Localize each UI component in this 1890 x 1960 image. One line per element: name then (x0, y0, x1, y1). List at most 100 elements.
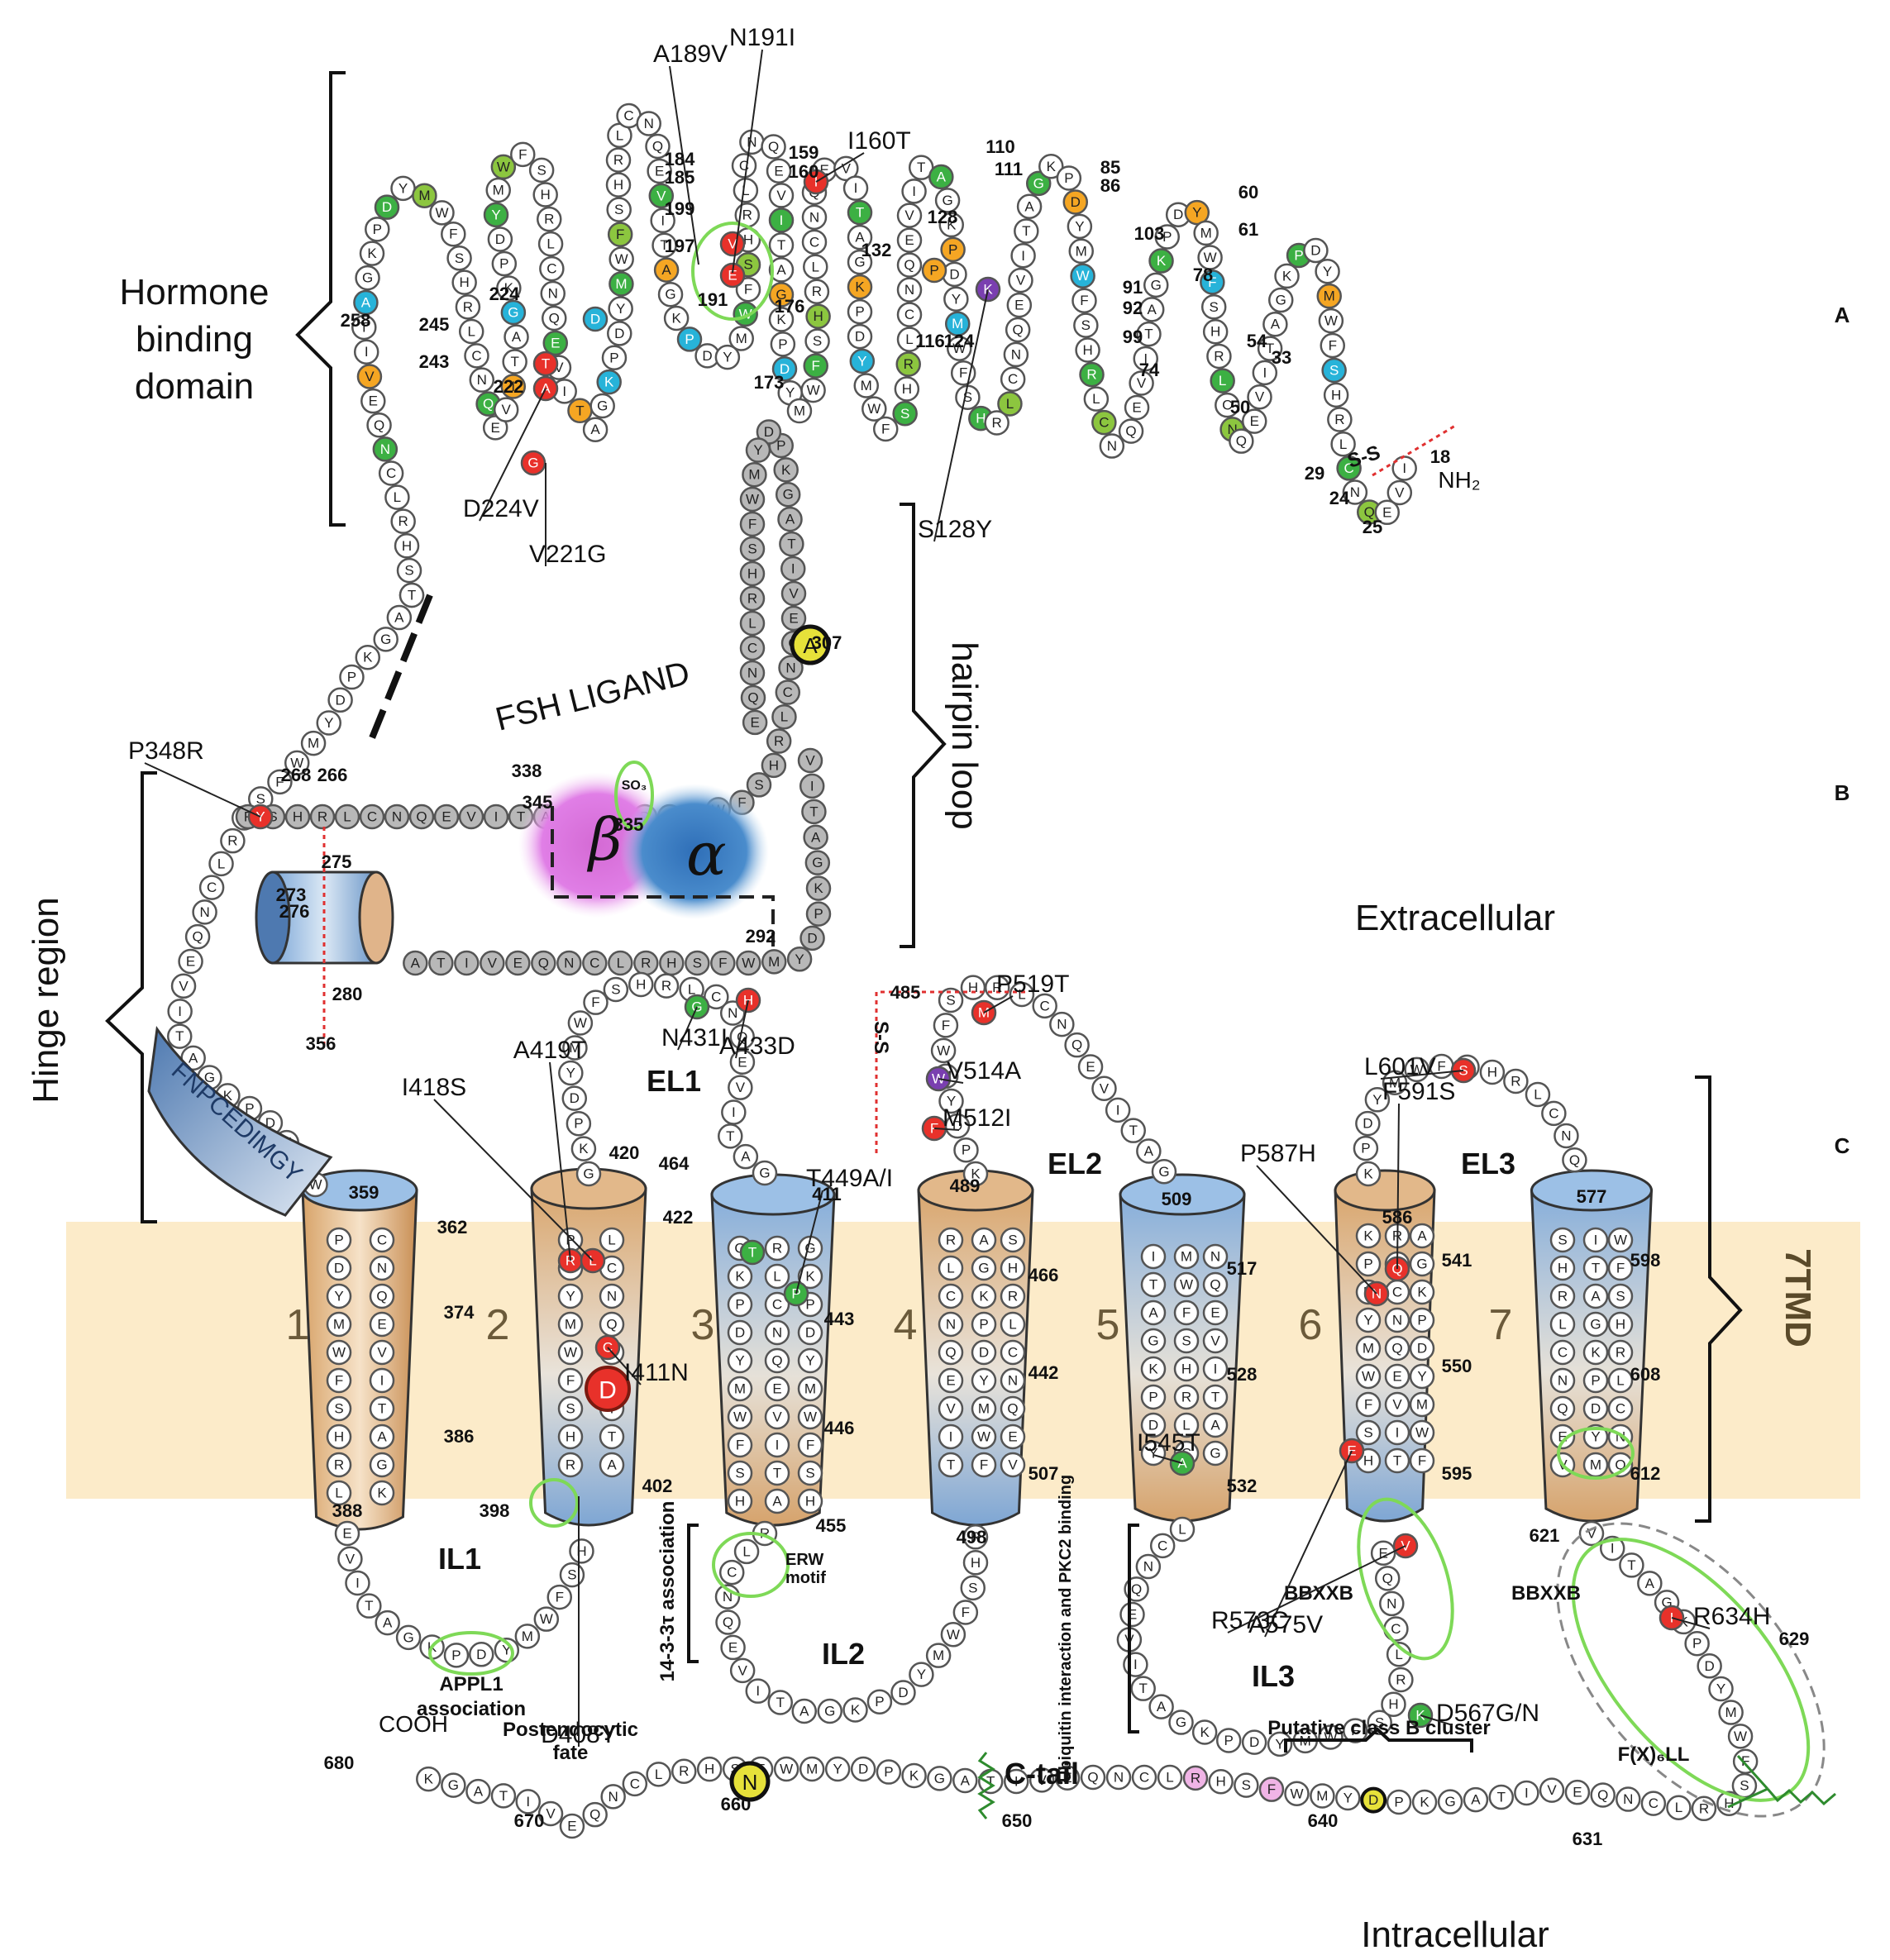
mutation-label: V221G (529, 541, 606, 568)
residue: P (1386, 1789, 1412, 1815)
residue: R (537, 206, 562, 232)
residue: T (399, 582, 425, 608)
highlighted-residue: T (739, 1239, 766, 1266)
residue: A (465, 1778, 491, 1805)
svg-text:S: S (455, 250, 464, 266)
svg-text:E: E (551, 335, 560, 351)
residue: H (1208, 1768, 1234, 1795)
helix-residue: G (369, 1452, 395, 1478)
svg-text:I: I (356, 1575, 360, 1590)
svg-text:F: F (518, 146, 527, 162)
residue: S (1200, 294, 1227, 320)
svg-text:H: H (1331, 387, 1341, 403)
residue: S (892, 401, 918, 427)
residue: G (1151, 1159, 1177, 1185)
svg-text:E: E (1382, 504, 1391, 520)
residue: H (569, 1538, 594, 1564)
intracellular-label: Intracellular (1361, 1915, 1549, 1955)
svg-text:Q: Q (1382, 1571, 1393, 1586)
residue: M (300, 730, 327, 756)
residue: Y (483, 202, 509, 228)
residue: C (1640, 1791, 1667, 1816)
svg-text:N: N (377, 1261, 387, 1276)
residue: W (1070, 263, 1095, 289)
residue: A (375, 1609, 400, 1636)
residue-number: 33 (1272, 347, 1291, 368)
residue-number: 507 (1029, 1463, 1059, 1484)
svg-text:A: A (1024, 198, 1034, 214)
svg-text:F: F (1208, 274, 1216, 290)
helix-residue: M (971, 1395, 997, 1422)
beta-subunit-symbol: β (586, 806, 622, 874)
svg-text:D: D (570, 1090, 580, 1106)
residue: W (736, 950, 761, 976)
svg-text:S: S (900, 406, 909, 422)
residue-number: 111 (995, 159, 1023, 179)
svg-text:T: T (1497, 1790, 1506, 1805)
svg-text:K: K (1363, 1228, 1373, 1244)
svg-text:A: A (961, 1772, 971, 1788)
residue: K (1411, 1789, 1438, 1815)
svg-text:Q: Q (483, 396, 494, 412)
svg-text:K: K (1047, 159, 1057, 174)
highlighted-residue: E (719, 262, 746, 289)
residue-number: 446 (824, 1418, 855, 1438)
residue: L (896, 327, 923, 352)
residue: W (733, 301, 758, 327)
helix-residue: C (599, 1255, 625, 1281)
residue: Y (1067, 213, 1093, 240)
residue-number: 443 (824, 1309, 855, 1329)
svg-text:A: A (785, 512, 795, 527)
svg-text:I: I (1262, 365, 1267, 380)
svg-text:S: S (614, 202, 623, 217)
helix-residue: I (938, 1424, 964, 1450)
residue: Q (896, 252, 923, 278)
residue: I (1123, 1652, 1148, 1677)
residue: S (739, 536, 766, 562)
svg-text:N: N (1107, 438, 1117, 454)
mutation-label: A433D (719, 1032, 795, 1060)
helix-residue: P (1582, 1367, 1609, 1394)
hormone-binding-word: binding (136, 319, 253, 360)
residue: N (778, 655, 804, 681)
residue: S (1073, 312, 1099, 338)
residue: Y (608, 296, 633, 322)
residue: K (842, 1697, 868, 1723)
residue: K (1038, 154, 1064, 179)
residue-number: 489 (950, 1176, 981, 1196)
svg-text:C: C (1157, 1538, 1167, 1553)
svg-text:F: F (335, 1373, 343, 1389)
helix-residue: S (326, 1395, 352, 1422)
residue-number: 197 (665, 236, 695, 256)
helix-residue: V (1202, 1328, 1229, 1354)
svg-text:N: N (747, 134, 756, 150)
residue: N (600, 1784, 626, 1810)
svg-text:W: W (937, 1042, 950, 1058)
helix-residue: W (971, 1424, 997, 1450)
svg-text:K: K (1148, 1362, 1158, 1377)
svg-text:Y: Y (1591, 1429, 1600, 1445)
residue: T (847, 199, 873, 226)
svg-text:T: T (947, 1457, 955, 1473)
residue: W (1197, 245, 1223, 270)
svg-text:F: F (1364, 1397, 1372, 1413)
helix-residue: R (1173, 1384, 1200, 1410)
helix-residue: N (599, 1283, 625, 1309)
svg-text:R: R (1334, 412, 1344, 427)
residue: Q (1562, 1147, 1587, 1173)
svg-text:M: M (1076, 243, 1087, 259)
svg-text:S: S (1008, 1233, 1017, 1248)
svg-text:P: P (814, 906, 823, 922)
svg-text:I: I (465, 956, 469, 971)
svg-text:A: A (1157, 1699, 1167, 1714)
svg-text:V: V (1547, 1782, 1557, 1798)
loop-il3: IL3 (1252, 1659, 1295, 1693)
svg-text:A: A (1148, 1305, 1158, 1321)
residue: E (742, 709, 768, 736)
residue: E (1124, 394, 1150, 421)
residue: I (500, 374, 527, 399)
residue: V (493, 397, 519, 422)
svg-text:D: D (335, 692, 345, 708)
svg-text:I: I (1014, 1774, 1019, 1790)
mutation-leader (1671, 1617, 1711, 1629)
